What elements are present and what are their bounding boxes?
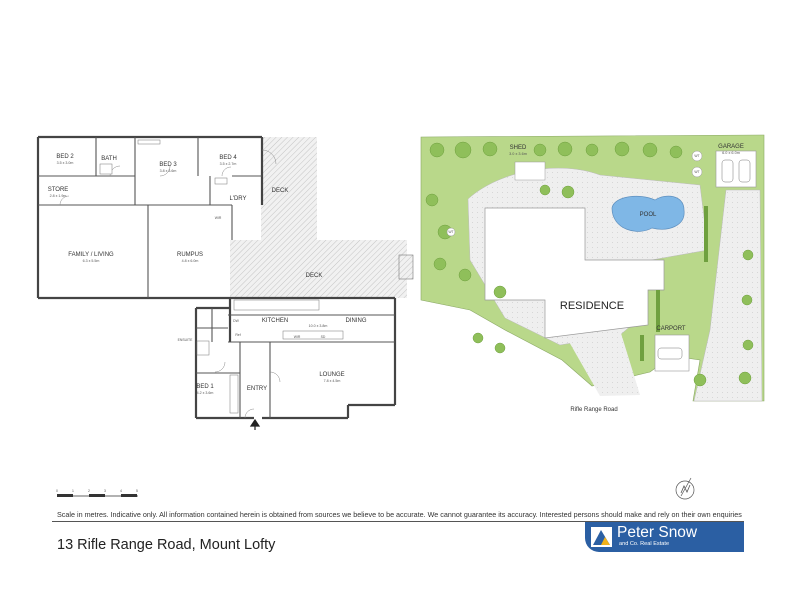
interior-walls bbox=[38, 137, 395, 418]
trees bbox=[425, 141, 754, 387]
site-garage-dim: 6.0 x 6.0m bbox=[722, 151, 740, 155]
water-tanks bbox=[446, 150, 703, 237]
room-rumpus-dim: 4.8 x 6.0m bbox=[182, 259, 199, 263]
scale-bar: 0 1 2 3 4 5 bbox=[56, 489, 138, 497]
deck-steps bbox=[398, 254, 414, 280]
wardrobe-bed1 bbox=[229, 374, 239, 414]
entry-arrow-icon bbox=[249, 418, 261, 430]
room-deck-upper: DECK bbox=[272, 188, 289, 194]
room-ensuite: ENSUITE bbox=[178, 338, 193, 342]
scale-tick-2: 2 bbox=[88, 489, 90, 493]
door-swings bbox=[59, 149, 281, 419]
room-lounge: LOUNGE bbox=[319, 372, 344, 378]
north-arrow-icon bbox=[675, 477, 695, 500]
front-path bbox=[568, 330, 640, 396]
site-shed-dim: 3.0 x 3.6m bbox=[509, 152, 527, 156]
tank-3-label: WT bbox=[448, 230, 453, 234]
fixture-ref: Ref bbox=[235, 333, 240, 337]
shed-footprint bbox=[514, 161, 546, 181]
room-bed4-dim: 3.5 x 2.7m bbox=[220, 162, 237, 166]
room-bed3: BED 3 bbox=[159, 162, 177, 168]
fixture-wir-lower: WIR bbox=[294, 335, 301, 339]
scale-tick-5: 5 bbox=[136, 489, 138, 493]
room-bed4: BED 4 bbox=[219, 155, 237, 161]
upper-deck-area bbox=[261, 137, 317, 240]
scale-tick-1: 1 bbox=[72, 489, 74, 493]
room-store-dim: 2.8 x 1.9m bbox=[50, 194, 67, 198]
tank-2-label: WT bbox=[694, 170, 699, 174]
site-shed-label: SHED bbox=[510, 145, 527, 151]
wardrobe-bed4 bbox=[214, 177, 228, 185]
carport-footprint bbox=[654, 334, 690, 372]
disclaimer: Scale in metres. Indicative only. All in… bbox=[57, 510, 742, 519]
floor-plan: BED 2 3.5 x 3.0m BATH BED 3 3.8 x 3.6m B… bbox=[36, 135, 414, 497]
room-lounge-dim: 7.8 x 4.5m bbox=[324, 379, 341, 383]
pool bbox=[611, 195, 685, 232]
room-bath: BATH bbox=[101, 156, 117, 162]
site-residence-label: RESIDENCE bbox=[560, 300, 624, 312]
wardrobe-bed3 bbox=[137, 139, 161, 145]
ensuite-vanity bbox=[196, 340, 210, 356]
site-pool-label: POOL bbox=[640, 212, 657, 218]
logo-mark-icon bbox=[591, 527, 612, 547]
tank-1-label: WT bbox=[694, 154, 699, 158]
property-address: 13 Rifle Range Road, Mount Lofty bbox=[57, 537, 276, 553]
room-rumpus: RUMPUS bbox=[177, 252, 203, 258]
room-bed1: BED 1 bbox=[196, 384, 214, 390]
footer-divider bbox=[52, 521, 744, 522]
room-laundry: L'DRY bbox=[229, 196, 246, 202]
room-bed2: BED 2 bbox=[56, 154, 74, 160]
room-dining: DINING bbox=[346, 318, 367, 324]
room-bed3-dim: 3.8 x 3.6m bbox=[160, 169, 177, 173]
room-bed2-dim: 3.5 x 3.0m bbox=[57, 161, 74, 165]
exterior-walls bbox=[36, 135, 397, 420]
fixture-sd: SD bbox=[321, 335, 326, 339]
fixture-wir: WIR bbox=[215, 216, 222, 220]
room-deck-main: DECK bbox=[306, 273, 323, 279]
site-road-label: Rifle Range Road bbox=[570, 407, 617, 413]
site-garage-label: GARAGE bbox=[718, 144, 744, 150]
scale-tick-3: 3 bbox=[104, 489, 106, 493]
site-carport-label: CARPORT bbox=[656, 326, 686, 332]
room-bed1-dim: 4.2 x 3.6m bbox=[197, 391, 214, 395]
hedges bbox=[640, 206, 708, 361]
scale-tick-0: 0 bbox=[56, 489, 58, 493]
garage-cars bbox=[721, 159, 751, 183]
scale-tick-4: 4 bbox=[120, 489, 122, 493]
fixture-dw: DW bbox=[233, 319, 239, 323]
kitchen-bench bbox=[233, 299, 320, 311]
agency-logo[interactable]: Peter Snow and Co. Real Estate bbox=[585, 522, 744, 552]
main-deck-area bbox=[230, 240, 407, 298]
logo-name: Peter Snow bbox=[617, 524, 698, 541]
carport-car bbox=[657, 347, 683, 360]
logo-tagline: and Co. Real Estate bbox=[619, 541, 670, 547]
room-family-living: FAMILY / LIVING bbox=[68, 252, 114, 258]
fixtures bbox=[99, 139, 344, 414]
room-kitchen: KITCHEN bbox=[262, 318, 288, 324]
site-plan: WT WT WT SHED 3.0 x 3.6m GARAGE 6.0 x 6.… bbox=[420, 134, 765, 500]
kitchen-island bbox=[282, 330, 344, 340]
room-kitchen-dim: 10.0 x 3.8m bbox=[309, 324, 328, 328]
room-family-living-dim: 6.3 x 5.5m bbox=[83, 259, 100, 263]
residence-footprint bbox=[484, 207, 665, 339]
bath-tub bbox=[99, 163, 113, 175]
room-store: STORE bbox=[48, 187, 69, 193]
room-entry: ENTRY bbox=[247, 386, 267, 392]
